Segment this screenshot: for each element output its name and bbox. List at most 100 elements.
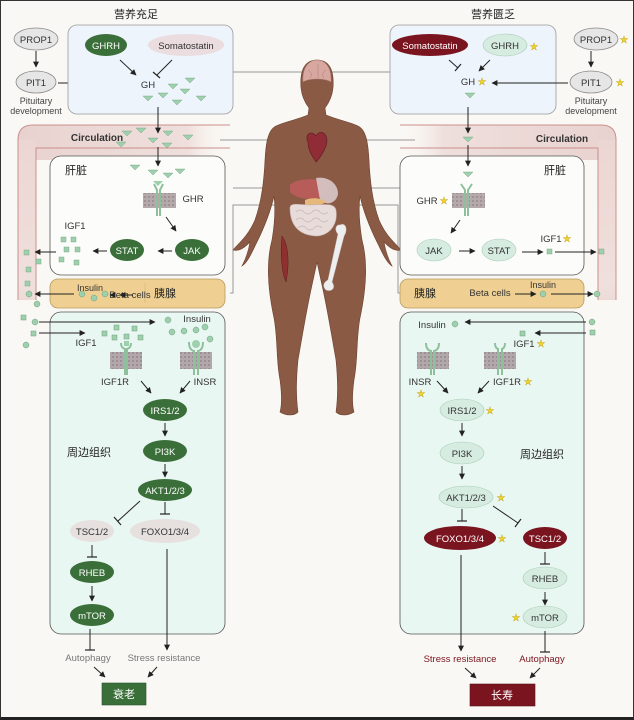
pit1-node-right [569,70,613,94]
pituitary-dev-left-2: development [10,106,62,116]
akt-label-left: AKT1/2/3 [145,486,185,497]
star-icon: ★ [563,234,572,245]
pi3k-node-left [143,440,187,462]
star-icon: ★ [616,78,625,89]
star-icon: ★ [524,377,533,388]
stat-node-right [481,238,517,262]
akt-label-right: AKT1/2/3 [446,493,486,504]
rheb-node-left [70,561,114,583]
arrow-igf1r-irs-right [477,380,490,394]
igf1r-label-left: IGF1R [101,377,129,388]
irs-label-right: IRS1/2 [447,406,476,417]
beta-cells-label-right: Beta cells [469,288,510,299]
akt-node-right [438,485,494,509]
igf1r-label-right: IGF1R [493,377,521,388]
star-icon: ★ [498,534,507,545]
ghrh-label-left: GHRH [92,41,120,52]
arrow-ghrh-gh-right [478,59,491,72]
star-icon: ★ [486,406,495,417]
circulation-label-right: Circulation [536,134,588,145]
mtor-node-left [70,604,114,626]
arrow-igf1r-irs-left [140,380,152,394]
pituitary-dev-right-1: Pituitary [575,96,608,106]
prop1-label-right: PROP1 [580,35,612,46]
rheb-node-right [522,566,568,590]
igf1-peri-label-right: IGF1 [513,339,534,350]
outcome-aging-box [101,682,147,706]
insulin-peri-label-left: Insulin [183,314,210,325]
insulin-label-pancreas-left: Insulin [77,283,103,293]
star-icon: ★ [620,35,629,46]
insulin-label-pancreas-right: Insulin [530,280,556,290]
pit1-node-left [15,70,57,94]
arrow-ghr-jak-left [165,216,177,232]
irs-node-left [143,399,187,421]
irs-label-left: IRS1/2 [150,406,179,417]
jak-label-left: JAK [183,246,201,257]
tsc-node-right [523,527,567,549]
pi3k-node-right [439,441,485,465]
somatostatin-label-left: Somatostatin [158,41,213,52]
insr-label-right: INSR [409,377,432,388]
igf1-molecules-left [23,236,81,287]
igf1-label-right: IGF1 [540,234,561,245]
star-icon: ★ [512,613,521,624]
foxo-node-left [130,519,200,543]
star-icon: ★ [530,42,539,53]
pancreas-label-right: 胰腺 [414,286,436,300]
gh-circulating-right [462,136,474,143]
arrow-insr-irs-left [179,380,191,394]
pancreas-label-left: 胰腺 [154,286,176,300]
igf1r-receptor-left [110,341,142,375]
mtor-label-right: mTOR [531,613,559,624]
igf1-label-left: IGF1 [64,221,85,232]
ghrh-node-right [482,33,528,57]
jak-node-right [416,238,452,262]
mtor-node-right [522,605,568,629]
gh-molecule-right [464,92,476,99]
foxo-node-right [424,526,496,550]
outcome-longevity-box [469,683,536,707]
star-icon: ★ [417,389,426,400]
somatostatin-node-left [148,34,224,56]
ghr-label-right: GHR [416,196,437,207]
pi3k-label-left: PI3K [155,447,176,458]
left-condition-title: 营养充足 [114,7,158,21]
peripheral-label-right: 周边组织 [520,447,564,461]
inhibit-somatostatin-gh-left [156,59,173,76]
outcome-longevity-label: 长寿 [491,688,513,702]
gh-at-liver-left [129,164,186,179]
outcome-aging-label: 衰老 [113,687,135,701]
liver-label-left: 肝脏 [65,164,87,177]
stat-label-left: STAT [116,246,139,257]
gh-molecules-left [142,77,207,106]
ghr-label-left: GHR [182,194,203,205]
inhibit-somatostatin-gh-right [448,59,459,69]
circ-ligands-left [20,314,39,349]
tsc-node-left [70,520,114,542]
mtor-label-left: mTOR [78,611,106,622]
gh-label-left: GH [141,80,155,91]
pi3k-label-right: PI3K [452,449,473,460]
igf1r-receptor-right [484,342,516,375]
foxo-label-left: FOXO1/3/4 [141,527,189,538]
autophagy-label-right: Autophagy [519,654,565,665]
ghrh-label-right: GHRH [491,41,519,52]
pit1-label-left: PIT1 [26,78,46,89]
igf1-ligands-peri-left [101,316,214,343]
tsc-label-right: TSC1/2 [529,534,561,545]
arrow-insr-irs-right [436,380,449,394]
circulation-label-left: Circulation [71,133,123,144]
somatostatin-node-right [392,34,468,56]
insr-label-left: INSR [194,377,217,388]
human-body-illustration [232,59,402,416]
pituitary-dev-right-2: development [565,106,617,116]
right-condition-title: 营养匮乏 [471,7,515,21]
insulin-peri-label-right: Insulin [418,320,445,331]
liver-label-right: 肝脏 [544,164,566,177]
rheb-label-left: RHEB [79,568,105,579]
jak-node-left [175,239,209,261]
insulin-molecules-pancreas-left [25,290,109,308]
somatostatin-label-right: Somatostatin [402,41,457,52]
pit1-label-right: PIT1 [581,78,601,89]
